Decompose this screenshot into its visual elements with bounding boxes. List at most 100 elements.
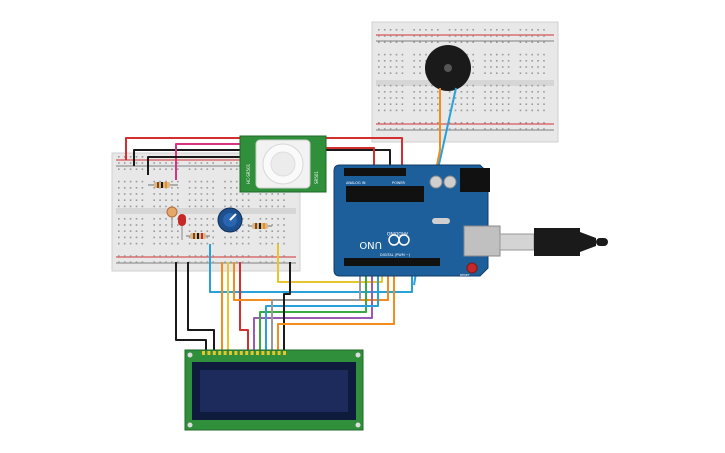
breadboard-hole [153,199,155,201]
breadboard-hole [413,60,415,62]
breadboard-hole [247,193,250,195]
breadboard-hole [454,35,457,37]
breadboard-hole [283,236,285,239]
breadboard-hole [389,84,392,87]
breadboard-hole [389,60,392,62]
breadboard-hole [383,128,386,130]
breadboard-hole [259,236,262,239]
breadboard-hole [395,91,398,93]
breadboard-hole [129,199,132,201]
breadboard-hole [531,66,533,68]
breadboard-hole [206,168,209,170]
resistor-right[interactable] [248,223,272,229]
breadboard-hole [507,35,510,37]
breadboard-hole [378,60,380,62]
breadboard-hole [171,199,173,201]
breadboard-hole [543,66,545,68]
breadboard-hole [177,180,179,183]
breadboard-hole [401,35,404,37]
breadboard-hole [413,41,415,43]
breadboard-hole [153,230,155,232]
breadboard-hole [543,97,545,99]
breadboard-hole [212,187,214,189]
breadboard-hole [194,180,197,183]
breadboard-hole [241,261,244,263]
breadboard-hole [141,261,144,263]
breadboard-hole [537,60,539,62]
breadboard-hole [490,97,492,99]
breadboard-hole [431,97,433,99]
breadboard-hole [401,41,404,43]
buzzer[interactable] [425,45,471,91]
lcd-16x2[interactable] [184,349,364,431]
breadboard-hole [437,122,439,124]
breadboard-hole [118,255,120,257]
breadboard-hole [496,72,498,74]
lcd-pin [256,351,259,355]
breadboard-hole [507,29,510,31]
breadboard-hole [188,261,191,263]
breadboard-hole [129,230,132,232]
breadboard-hole [401,128,404,130]
breadboard-hole [501,109,504,112]
breadboard-hole [501,103,504,105]
breadboard-hole [200,218,203,220]
breadboard-hole [496,97,498,99]
breadboard-hole [206,261,209,263]
breadboard-hole [496,91,498,93]
breadboard-hole [419,122,421,124]
breadboard-hole [537,122,539,124]
breadboard-hole [236,261,238,263]
header-analog-power [344,168,406,176]
breadboard-hole [129,236,132,239]
breadboard-hole [531,97,533,99]
breadboard-hole [247,255,250,257]
breadboard-hole [283,242,285,245]
breadboard-hole [519,109,522,112]
resistor-top[interactable] [148,182,178,188]
breadboard-hole [129,218,132,220]
led-red[interactable] [178,214,186,240]
arduino-uno[interactable]: UNO ARDUINO ANALOG IN POWER DIGITAL (PWM… [333,164,501,277]
breadboard-hole [265,193,268,195]
breadboard-hole [460,91,463,93]
breadboard-hole [484,128,486,130]
breadboard-hole [425,109,427,112]
breadboard-hole [537,91,539,93]
breadboard-hole [141,236,144,239]
breadboard-hole [194,162,197,164]
breadboard-hole [537,97,539,99]
breadboard-hole [378,109,380,112]
breadboard-hole [448,109,451,112]
potentiometer[interactable] [217,207,243,233]
breadboard-hole [159,193,161,195]
breadboard-hole [519,53,522,56]
breadboard-hole [537,103,539,105]
photoresistor[interactable] [166,206,178,228]
usb-cable[interactable] [499,228,608,256]
breadboard-hole [519,128,522,130]
breadboard-hole [177,168,179,170]
breadboard-hole [194,199,197,201]
breadboard-hole [525,109,528,112]
breadboard-hole [383,97,386,99]
breadboard-hole [135,218,138,220]
breadboard-hole [496,66,498,68]
breadboard-hole [537,53,539,56]
breadboard-hole [165,224,167,226]
breadboard-hole [543,60,545,62]
breadboard-hole [395,41,398,43]
breadboard-hole [206,230,209,232]
pir-sensor[interactable]: HC-SR501 SR501 [239,135,327,193]
lcd-pin [250,351,254,355]
breadboard-hole [165,199,167,201]
resistor-led[interactable] [186,233,210,239]
breadboard-hole [271,261,273,263]
breadboard-hole [277,199,279,201]
breadboard-hole [531,122,533,124]
breadboard-hole [496,35,498,37]
breadboard-hole [543,109,545,112]
breadboard-hole [171,236,173,239]
breadboard-hole [383,35,386,37]
breadboard-hole [153,236,155,239]
